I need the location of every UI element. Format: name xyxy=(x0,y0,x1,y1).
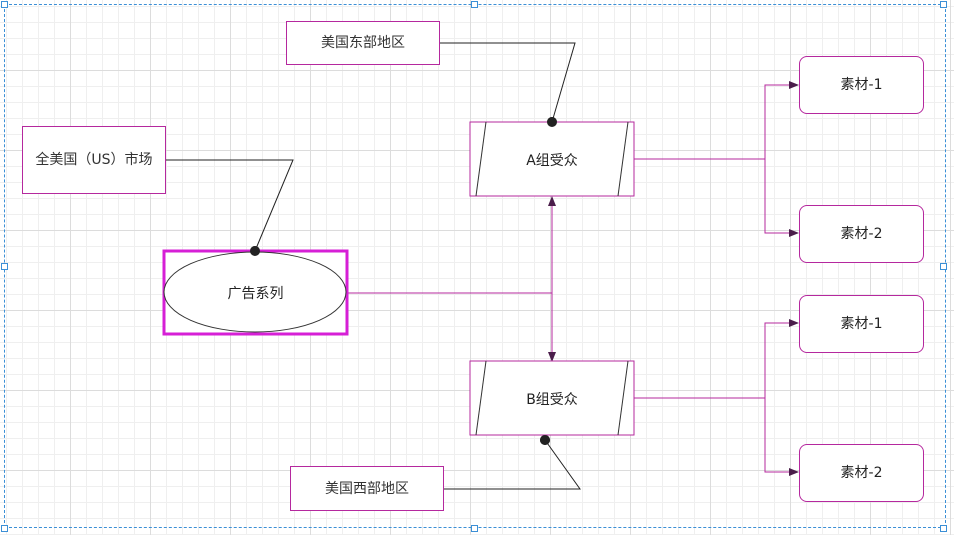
all-us-annotation-dot-top xyxy=(250,246,260,256)
resize-handle-top-left[interactable] xyxy=(1,1,8,8)
group-a-asset-2-label: 素材-2 xyxy=(840,226,883,242)
group-a-right-slant xyxy=(617,121,629,197)
resize-handle-top-middle[interactable] xyxy=(471,1,478,8)
resize-handle-bottom-middle[interactable] xyxy=(471,525,478,532)
resize-handle-top-right[interactable] xyxy=(940,1,947,8)
group-b-left-slant xyxy=(475,360,487,436)
west-region-label: 美国西部地区 xyxy=(325,480,409,497)
east-region-label: 美国东部地区 xyxy=(321,35,405,51)
group-b-asset-2-label: 素材-2 xyxy=(840,465,883,481)
resize-handle-middle-left[interactable] xyxy=(1,263,8,270)
east-region-node[interactable]: 美国东部地区 xyxy=(286,21,440,65)
group-b-label: B组受众 xyxy=(526,392,578,408)
group-a-to-asset-1-connector xyxy=(764,81,799,159)
group-a-shape[interactable] xyxy=(469,121,635,197)
group-b-right-slant xyxy=(617,360,629,436)
all-us-market-node[interactable]: 全美国（US）市场 xyxy=(22,126,166,194)
west-annotation-line xyxy=(444,439,581,490)
all-us-annotation-line xyxy=(166,159,294,252)
group-b-to-asset-2-connector xyxy=(764,398,799,476)
west-annotation-dot-top xyxy=(540,435,550,445)
group-b-shape[interactable] xyxy=(469,360,635,436)
campaign-label: 广告系列 xyxy=(227,286,284,302)
resize-handle-bottom-right[interactable] xyxy=(940,525,947,532)
group-a-asset-1-label: 素材-1 xyxy=(840,77,883,93)
group-b-to-asset-1-connector xyxy=(764,319,799,398)
group-b-asset-2-node[interactable]: 素材-2 xyxy=(799,444,924,502)
group-a-asset-1-node[interactable]: 素材-1 xyxy=(799,56,924,114)
east-annotation-line xyxy=(440,42,576,123)
west-region-node[interactable]: 美国西部地区 xyxy=(290,466,444,511)
resize-handle-middle-right[interactable] xyxy=(940,263,947,270)
group-a-left-slant xyxy=(475,121,487,197)
group-b-asset-1-label: 素材-1 xyxy=(840,316,883,332)
east-annotation-dot-top xyxy=(547,117,557,127)
resize-handle-bottom-left[interactable] xyxy=(1,525,8,532)
group-a-asset-2-node[interactable]: 素材-2 xyxy=(799,205,924,263)
group-a-label: A组受众 xyxy=(526,153,578,169)
group-b-asset-1-node[interactable]: 素材-1 xyxy=(799,295,924,353)
all-us-market-label: 全美国（US）市场 xyxy=(35,152,153,168)
group-a-to-asset-2-connector xyxy=(764,159,799,237)
